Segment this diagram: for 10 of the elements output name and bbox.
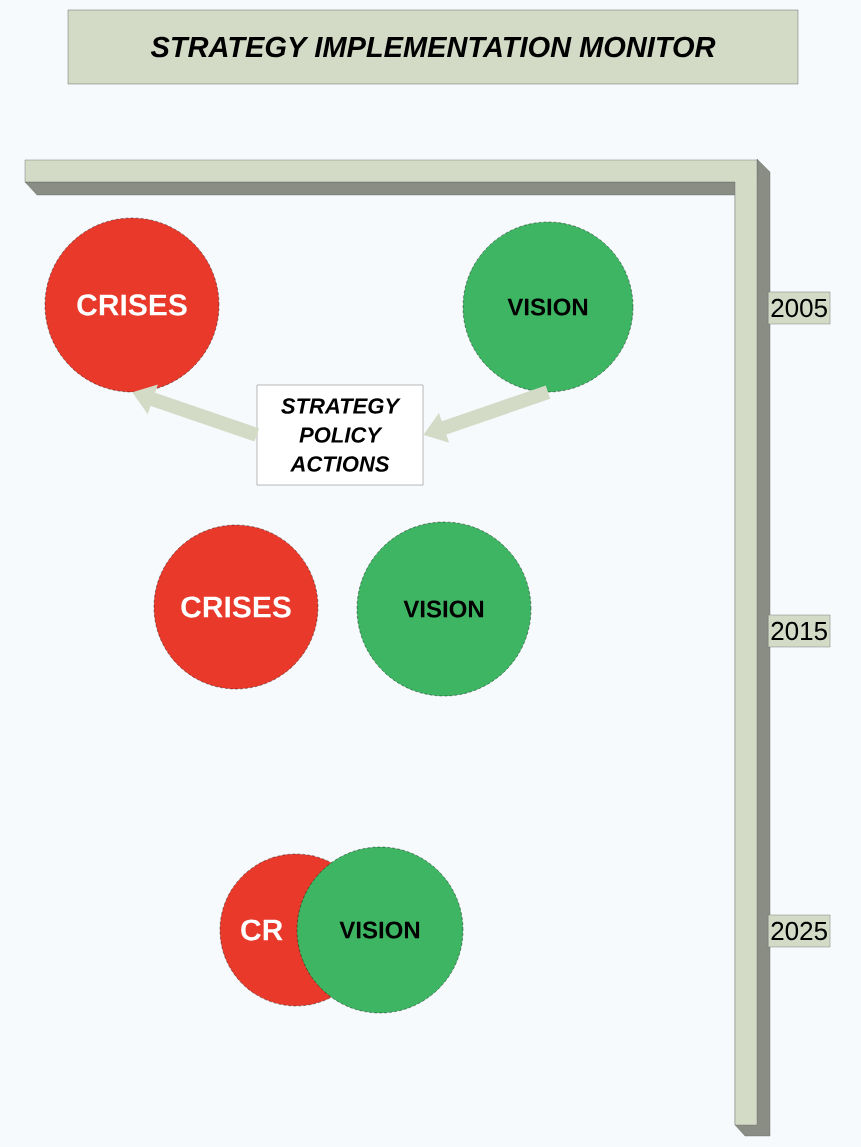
year-label: 2005 (768, 291, 831, 325)
title-box: STRATEGY IMPLEMENTATION MONITOR (67, 9, 799, 85)
circle-node: VISION (296, 846, 464, 1014)
year-label: 2025 (768, 914, 831, 948)
circle-node: CRISES (44, 217, 220, 393)
circle-node: VISION (356, 521, 532, 697)
circle-node: VISION (462, 221, 634, 393)
action-box: STRATEGY POLICY ACTIONS (256, 384, 424, 486)
year-label: 2015 (768, 614, 831, 648)
circle-node: CRISES (153, 524, 319, 690)
